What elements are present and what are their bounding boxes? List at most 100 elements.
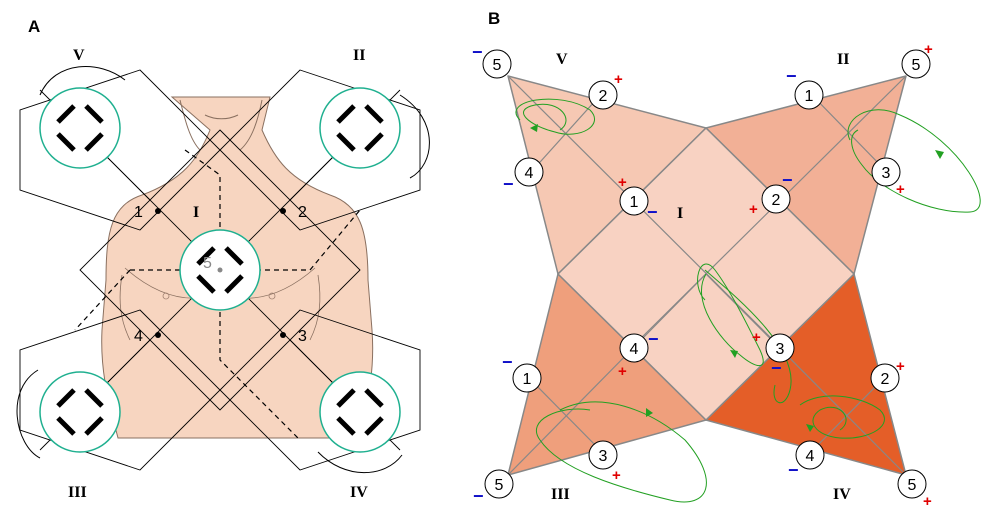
plus-sign: +	[612, 467, 621, 484]
node: 3	[588, 440, 618, 470]
node: 4	[619, 333, 649, 363]
minus-sign: −	[786, 66, 797, 86]
node: 1	[512, 363, 542, 393]
nipple-left	[162, 292, 170, 300]
node: 5	[482, 49, 512, 79]
node-label: 3	[776, 341, 785, 358]
panel-a: A	[16, 17, 430, 501]
node: 4	[795, 440, 825, 470]
electrode-v	[39, 87, 121, 169]
neck-line	[179, 99, 201, 151]
node-label: 2	[599, 88, 608, 105]
cable-arcs	[16, 66, 430, 474]
electrode-ii	[319, 87, 401, 169]
plus-sign: +	[752, 329, 761, 346]
point-label-1: 1	[134, 204, 143, 221]
loop-arrows	[530, 124, 944, 432]
clavicle-line	[204, 114, 239, 120]
arrow	[730, 350, 738, 358]
node: 5	[484, 469, 514, 499]
roman-ii: II	[837, 51, 849, 68]
arrow	[530, 124, 538, 132]
center-label-5: 5	[203, 255, 212, 272]
plus-sign: +	[896, 358, 905, 375]
point-label-2: 2	[298, 204, 307, 221]
roman-i: I	[193, 204, 199, 221]
electrode-iii	[39, 371, 121, 453]
minus-sign: −	[472, 42, 483, 62]
node: 2	[588, 80, 618, 110]
minus-sign: −	[503, 174, 514, 194]
node: 4	[514, 157, 544, 187]
node-label: 5	[908, 477, 917, 494]
edge	[809, 376, 886, 454]
node: 5	[901, 49, 931, 79]
loop-ii	[847, 109, 981, 213]
plus-sign: +	[618, 363, 627, 380]
node: 2	[870, 363, 900, 393]
panel-b-letter: B	[488, 9, 500, 28]
plus-sign: +	[618, 174, 627, 191]
arm-line-right	[309, 274, 321, 341]
node-label: 3	[599, 448, 608, 465]
edge	[527, 376, 604, 454]
loop-center	[697, 263, 764, 367]
minus-sign: −	[473, 486, 484, 506]
node-label: 5	[912, 57, 921, 74]
dashed-line	[130, 209, 361, 271]
nodes: 5 2 4 1 1 5 3 2 4 3 1 3 5 2 4 5	[482, 49, 931, 499]
dashed-line	[74, 269, 131, 331]
roman-iii: III	[68, 484, 87, 501]
loop-iii	[536, 401, 707, 503]
node: 1	[619, 186, 649, 216]
node-label: 1	[523, 371, 532, 388]
electrodes	[39, 87, 401, 453]
roman-iii: III	[551, 486, 570, 503]
vector-loops	[515, 98, 981, 503]
node-label: 4	[806, 448, 815, 465]
panel-a-letter: A	[28, 17, 40, 36]
roman-i: I	[677, 205, 683, 222]
plus-sign: +	[923, 493, 932, 510]
arrow	[646, 408, 653, 417]
nipple-right	[268, 292, 276, 300]
node-label: 5	[495, 477, 504, 494]
node-label: 1	[805, 88, 814, 105]
node-label: 4	[630, 341, 639, 358]
plus-sign: +	[924, 41, 933, 58]
panel-b: B	[472, 9, 981, 510]
polarity-signs: − + − + − − + + − + − + + − − + − + − +	[472, 41, 933, 510]
minus-sign: −	[647, 202, 658, 222]
arrow	[806, 424, 814, 432]
roman-ii: II	[353, 47, 365, 64]
minus-sign: −	[782, 170, 793, 190]
arrow	[935, 150, 944, 159]
square-center	[79, 129, 361, 411]
cable-arc	[317, 451, 403, 474]
square-ii	[219, 69, 421, 231]
loop-iv	[799, 395, 885, 439]
minus-sign: −	[788, 460, 799, 480]
node: 2	[761, 184, 791, 214]
electrode-iv	[319, 371, 401, 453]
node-label: 2	[772, 192, 781, 209]
node: 5	[897, 469, 927, 499]
plus-sign: +	[749, 201, 758, 218]
node-label: 1	[630, 194, 639, 211]
cable-arc	[399, 94, 430, 179]
roman-iv: IV	[833, 486, 851, 503]
roman-v: V	[556, 51, 568, 68]
node: 3	[765, 333, 795, 363]
plus-sign: +	[896, 181, 905, 198]
square-v	[19, 69, 221, 231]
minus-sign: −	[502, 352, 513, 372]
roman-v: V	[73, 47, 85, 64]
node-label: 3	[882, 165, 891, 182]
point-label-3: 3	[298, 328, 307, 345]
node-label: 2	[881, 371, 890, 388]
edge	[705, 273, 907, 476]
minus-sign: −	[648, 329, 659, 349]
arm-line-left	[119, 274, 131, 341]
loop-v	[515, 98, 596, 135]
